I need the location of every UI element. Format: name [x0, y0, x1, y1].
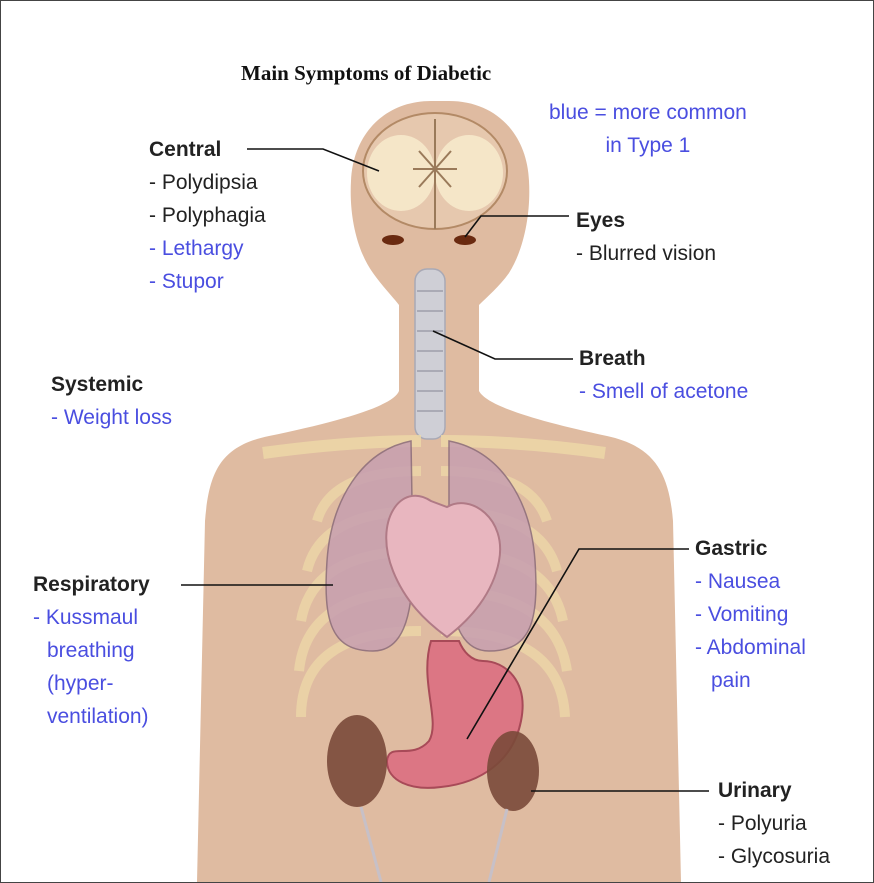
central-group: Central - Polydipsia - Polyphagia - Leth… [149, 133, 266, 298]
breath-heading: Breath [579, 342, 748, 375]
respiratory-heading: Respiratory [33, 568, 150, 601]
left-kidney [327, 715, 387, 807]
brain [363, 113, 507, 229]
urinary-item: - Polyuria [718, 807, 830, 840]
gastric-group: Gastric - Nausea - Vomiting - Abdominal … [695, 532, 806, 697]
legend-line-2: in Type 1 [549, 129, 747, 162]
gastric-item: - Abdominal [695, 631, 806, 664]
urinary-group: Urinary - Polyuria - Glycosuria [718, 774, 830, 873]
gastric-item: - Nausea [695, 565, 806, 598]
gastric-heading: Gastric [695, 532, 806, 565]
respiratory-item: ventilation) [33, 700, 150, 733]
urinary-heading: Urinary [718, 774, 830, 807]
urinary-item: - Glycosuria [718, 840, 830, 873]
central-item: - Stupor [149, 265, 266, 298]
central-heading: Central [149, 133, 266, 166]
systemic-item: - Weight loss [51, 401, 172, 434]
central-item: - Polydipsia [149, 166, 266, 199]
central-item: - Lethargy [149, 232, 266, 265]
eyes-group: Eyes - Blurred vision [576, 204, 716, 270]
central-item: - Polyphagia [149, 199, 266, 232]
eyes-item: - Blurred vision [576, 237, 716, 270]
respiratory-group: Respiratory - Kussmaul breathing (hyper-… [33, 568, 150, 733]
color-legend: blue = more common in Type 1 [549, 96, 747, 162]
right-kidney [487, 731, 539, 811]
trachea [415, 269, 445, 439]
breath-item: - Smell of acetone [579, 375, 748, 408]
gastric-item: - Vomiting [695, 598, 806, 631]
gastric-item: pain [695, 664, 806, 697]
systemic-heading: Systemic [51, 368, 172, 401]
respiratory-item: (hyper- [33, 667, 150, 700]
diagram-title: Main Symptoms of Diabetic [241, 61, 491, 86]
eyes-heading: Eyes [576, 204, 716, 237]
legend-line-1: blue = more common [549, 96, 747, 129]
breath-group: Breath - Smell of acetone [579, 342, 748, 408]
respiratory-item: breathing [33, 634, 150, 667]
systemic-group: Systemic - Weight loss [51, 368, 172, 434]
left-eye [382, 235, 404, 245]
respiratory-item: - Kussmaul [33, 601, 150, 634]
